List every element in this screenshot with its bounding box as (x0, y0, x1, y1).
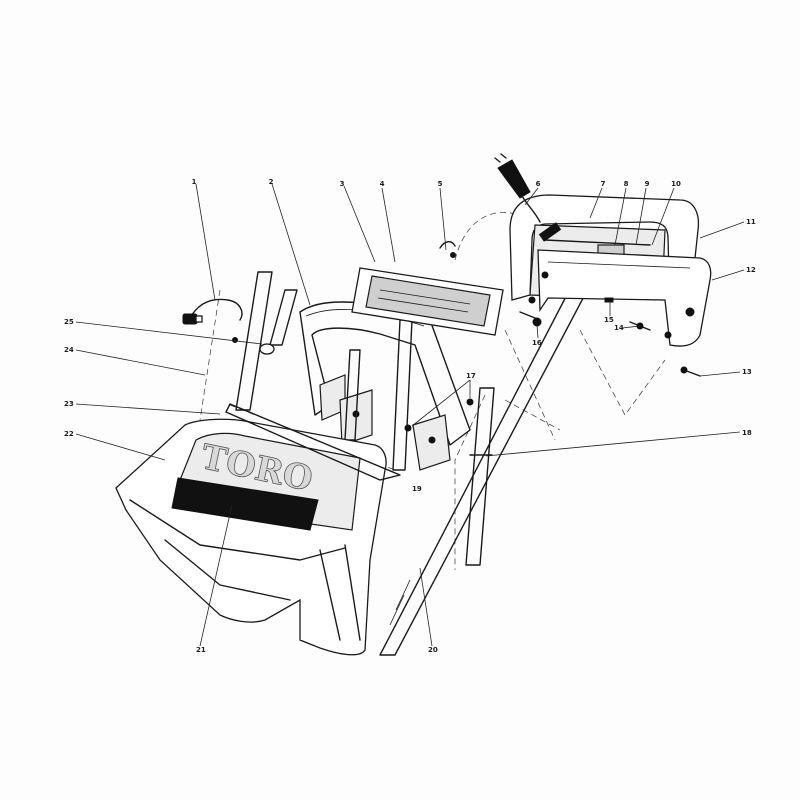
callout-labels: 1 2 3 4 5 6 7 8 9 10 11 12 13 14 15 16 1… (64, 178, 756, 654)
callout-17: 17 (466, 372, 476, 380)
callout-21: 21 (196, 646, 206, 654)
callout-15: 15 (604, 316, 614, 324)
callout-3: 3 (340, 180, 345, 188)
callout-22: 22 (64, 430, 74, 438)
callout-18: 18 (742, 429, 752, 437)
nameplate-panel-part (351, 241, 504, 336)
callout-24: 24 (64, 346, 74, 354)
callout-5: 5 (438, 180, 443, 188)
callout-1: 1 (192, 178, 197, 186)
cord-connector-part (182, 298, 243, 325)
callout-10: 10 (671, 180, 681, 188)
leader-lines (75, 183, 745, 647)
callout-8: 8 (624, 180, 629, 188)
callout-13: 13 (742, 368, 752, 376)
callout-14: 14 (614, 324, 624, 332)
pivot-brackets (339, 319, 451, 471)
callout-6: 6 (536, 180, 541, 188)
callout-7: 7 (601, 180, 606, 188)
callout-9: 9 (645, 180, 650, 188)
callout-20: 20 (428, 646, 438, 654)
front-hood-part: TORO (115, 403, 401, 656)
callout-4: 4 (380, 180, 385, 188)
tube-parts (232, 271, 298, 411)
callout-19: 19 (412, 485, 422, 493)
callout-12: 12 (746, 266, 756, 274)
rear-frame-part (528, 249, 712, 347)
callout-11: 11 (746, 218, 756, 226)
callout-25: 25 (64, 318, 74, 326)
callout-2: 2 (269, 178, 274, 186)
callout-16: 16 (532, 339, 542, 347)
side-tube-part (404, 387, 495, 566)
callout-23: 23 (64, 400, 74, 408)
handle-frame-part (299, 301, 471, 446)
